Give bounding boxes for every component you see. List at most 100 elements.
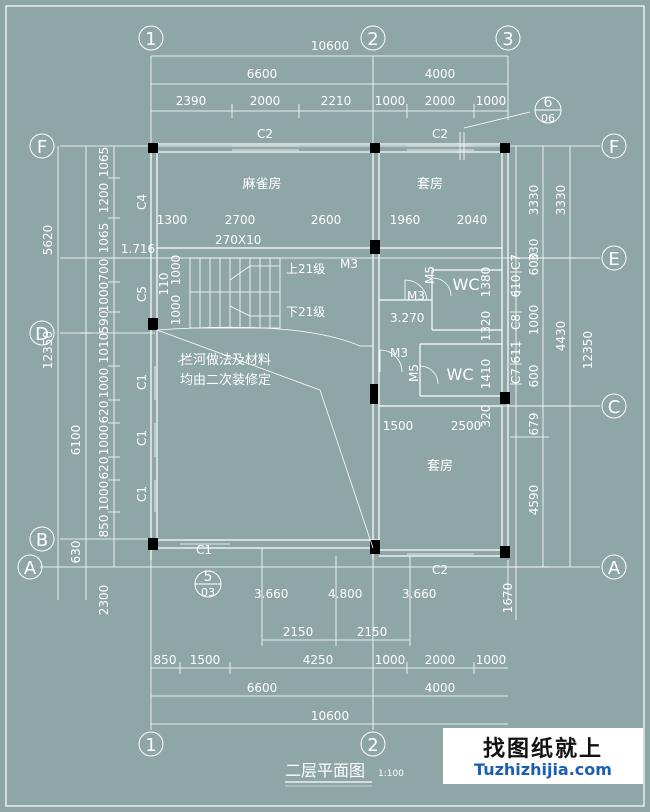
dim-left-l9: 1000 (97, 368, 111, 399)
dim-left-total: 12350 (41, 331, 55, 369)
detail-marks: 6 06 5 03 (201, 95, 555, 599)
dim-top-seg-b: 4000 (425, 67, 456, 81)
dim-right-r13: 1380 (479, 267, 493, 298)
watermark-main: 找图纸就上 (482, 737, 603, 762)
dim-right-r1: 3330 (527, 185, 541, 216)
watermark: 找图纸就上 Tuzhizhijia.com (443, 728, 643, 784)
dim-left-seg3: 630 (69, 541, 83, 564)
doors (379, 277, 452, 385)
room-labels: 麻雀房 套房 套房 WC WC (242, 176, 479, 474)
watermark-url: Tuzhizhijia.com (474, 760, 612, 779)
drawing-scale: 1:100 (378, 769, 404, 779)
dim-right-r16: 320 (479, 405, 493, 428)
dim-bottom-d3: 4250 (303, 653, 334, 667)
tag-c1: C1 (196, 543, 212, 557)
dim-top-d1: 2390 (176, 94, 207, 108)
dim-top-d4: 1000 (375, 94, 406, 108)
detail-5-sheet: 03 (201, 586, 215, 599)
dim-top-seg-a: 6600 (247, 67, 278, 81)
dim-right-r5: 679 (527, 413, 541, 436)
detail-6-number: 6 (544, 95, 553, 111)
axis-col-1: 1 (145, 29, 156, 50)
stair-up-label: 上21级 (286, 262, 325, 276)
dim-bottom-seg-a: 6600 (247, 681, 278, 695)
dim-bottom-seg-b: 4000 (425, 681, 456, 695)
dim-right-r9: 610 (509, 275, 523, 298)
door-window-tags: C2 C2 C2 C1 M3 M3 M3 C4 C5 C1 C1 C1 C7 C… (135, 127, 523, 577)
dim-right-r10: 1000 (527, 305, 541, 336)
dim-left-s2: 1000 (169, 255, 183, 286)
dim-bottom-d2: 1500 (190, 653, 221, 667)
dim-left-l14: 850 (97, 515, 111, 538)
dim-right-r3: 330 (527, 239, 541, 262)
stair-down-label: 下21级 (286, 305, 325, 319)
tag-c1-b: C1 (135, 430, 149, 446)
dim-left-l5: 1000 (97, 282, 111, 313)
railing-note-1: 拦河做法及材料 (180, 353, 271, 368)
sheet-border (5, 5, 645, 807)
bottom-dimensions: 2150 2150 850 1500 4250 1000 2000 1000 6… (154, 625, 507, 723)
detail-6-sheet: 06 (541, 112, 555, 125)
tag-c1-a: C1 (135, 374, 149, 390)
dim-left-l8: 1010 (97, 333, 111, 364)
dim-left-l10: 620 (97, 401, 111, 424)
columns (148, 143, 510, 558)
level-1: 3.660 (254, 587, 288, 601)
dim-int-5: 2040 (457, 213, 488, 227)
axis-row-b-left: B (36, 530, 48, 551)
dim-right-r12: 600 (527, 365, 541, 388)
dim-right-r4: 4430 (554, 321, 568, 352)
dim-int-2: 2700 (225, 213, 256, 227)
dim-left-l4: 700 (97, 259, 111, 282)
dim-int-3: 2600 (311, 213, 342, 227)
tag-c7-a: C7 (509, 254, 523, 270)
dim-bottom-d4: 1000 (375, 653, 406, 667)
dim-top-d3: 2210 (321, 94, 352, 108)
dim-left-s1: 110 (157, 273, 171, 296)
tag-c8: C8 (509, 314, 523, 330)
dim-left-l12: 620 (97, 457, 111, 480)
right-dimensions: 3330 3330 330 4430 12350 679 4590 1670 6… (479, 185, 595, 614)
axis-col-3: 3 (502, 29, 513, 50)
tag-m5-b: M5 (407, 364, 421, 382)
room-suite-top: 套房 (417, 176, 443, 192)
room-suite-bottom: 套房 (427, 458, 453, 474)
axis-col-2-bottom: 2 (367, 735, 378, 756)
dim-int-7: 2500 (451, 419, 482, 433)
left-dim-lines (57, 146, 120, 600)
room-mahjong: 麻雀房 (242, 176, 281, 192)
drawing-title-text: 二层平面图 (285, 761, 365, 780)
dim-int-6: 1500 (383, 419, 414, 433)
axis-bubbles (17, 25, 627, 757)
balcony (177, 111, 531, 600)
tag-c2-a: C2 (257, 127, 273, 141)
railing-note-2: 均由二次装修定 (180, 372, 271, 388)
dim-right-r15: 1410 (479, 359, 493, 390)
dim-left-l13: 1000 (97, 481, 111, 512)
dim-left-l1: 1065 (97, 147, 111, 178)
dim-left-l11: 1000 (97, 425, 111, 456)
axis-labels: 1 2 3 1 2 F D B A F E C A (24, 29, 621, 756)
dim-left-seg1: 5620 (41, 225, 55, 256)
dim-bottom-b2: 2150 (357, 625, 388, 639)
dim-left-l2: 1200 (97, 183, 111, 214)
dim-right-r2: 3330 (554, 185, 568, 216)
tag-m3-b: M3 (407, 289, 425, 303)
axis-col-1-bottom: 1 (145, 735, 156, 756)
tag-m5-a: M5 (423, 266, 437, 284)
tag-c5: C5 (135, 286, 149, 302)
right-dim-lines (510, 146, 576, 620)
dim-right-total: 12350 (581, 331, 595, 369)
axis-row-c-right: C (608, 397, 621, 418)
tag-c1-c: C1 (135, 486, 149, 502)
room-wc-1: WC (453, 275, 480, 294)
dim-left-l3: 1065 (97, 223, 111, 254)
interior-dimensions: 1300 2700 2600 1960 2040 1500 2500 (157, 213, 488, 433)
tag-c2-c: C2 (432, 563, 448, 577)
dim-right-r14: 1320 (479, 311, 493, 342)
tag-m3-c: M3 (390, 346, 408, 360)
top-dimensions: 10600 6600 4000 2390 2000 2210 1000 2000… (176, 39, 507, 108)
dim-right-r11: 611 (509, 341, 523, 364)
stair-size-label: 270X10 (215, 233, 261, 247)
